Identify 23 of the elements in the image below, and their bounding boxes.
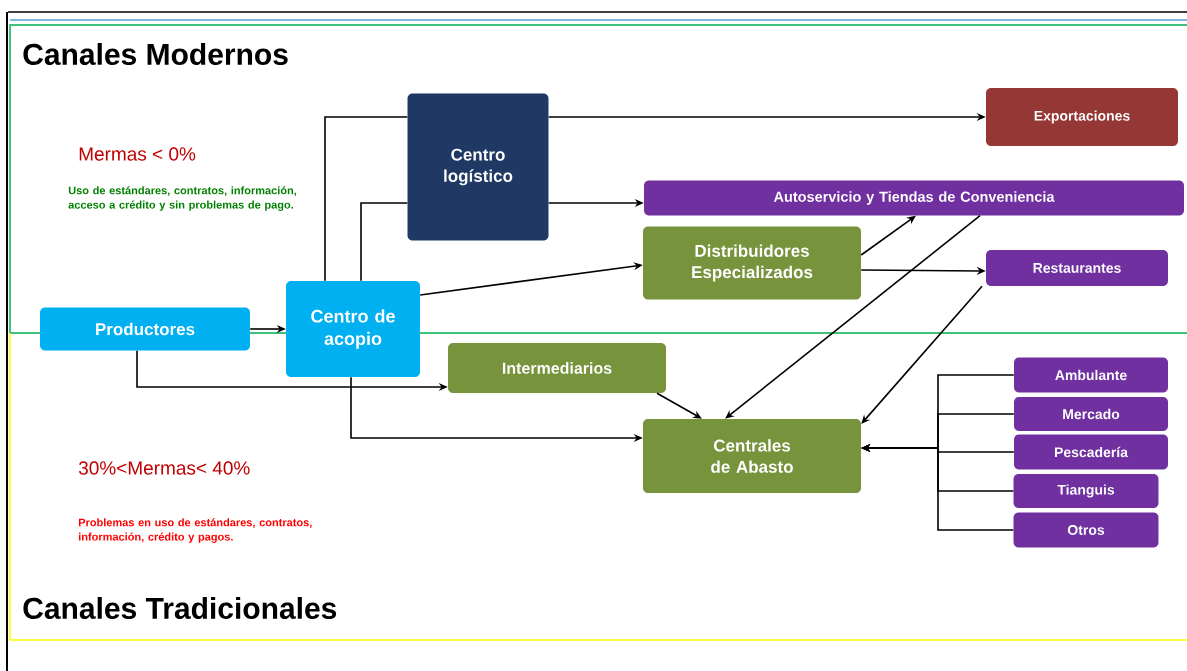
channel-box: Autoservicio y Tiendas de Conveniencia — [644, 180, 1184, 216]
section-heading: Canales Tradicionales — [23, 597, 337, 619]
process-box: Centro de acopio — [286, 281, 420, 377]
arrow — [656, 392, 702, 419]
note-text: Uso de estándares, contratos, información, acceso a crédito y sin problemas de pago. — [68, 186, 297, 211]
channel-box: Exportaciones — [986, 88, 1178, 146]
channel-box: Tianguis — [1013, 474, 1159, 508]
section-heading: Canales Modernos — [23, 43, 288, 65]
channel-box: Ambulante — [1014, 357, 1168, 393]
channel-box: Restaurantes — [986, 250, 1168, 286]
note-text: Problemas en uso de estándares, contratos, información, crédito y pagos. — [78, 518, 312, 543]
process-box: Intermediarios — [448, 343, 666, 393]
arrow — [725, 214, 981, 419]
process-box: Centrales de Abasto — [643, 419, 861, 493]
process-box: Productores — [40, 307, 250, 351]
channel-box: Pescadería — [1014, 434, 1168, 470]
loss-figure: 30%<Mermas< 40% — [78, 461, 250, 475]
process-box: Distribuidores Especializados — [643, 226, 861, 300]
arrow — [861, 285, 983, 424]
channel-box: Mercado — [1014, 397, 1168, 431]
channel-box: Otros — [1013, 512, 1159, 548]
loss-figure: Mermas < 0% — [79, 147, 196, 161]
process-box: Centro logístico — [407, 93, 549, 241]
